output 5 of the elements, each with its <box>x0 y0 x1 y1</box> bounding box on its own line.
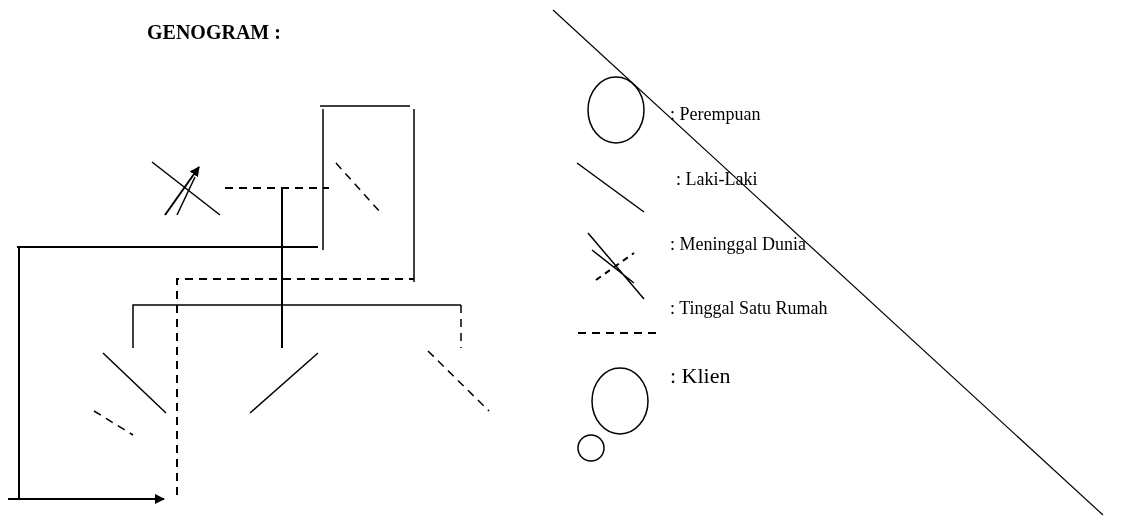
title: GENOGRAM : <box>147 22 281 42</box>
legend-label: : Meninggal Dunia <box>670 235 806 253</box>
legend-label: : Tinggal Satu Rumah <box>670 299 828 317</box>
legend-label: : Klien <box>670 365 731 387</box>
legend-label: : Perempuan <box>670 105 761 123</box>
